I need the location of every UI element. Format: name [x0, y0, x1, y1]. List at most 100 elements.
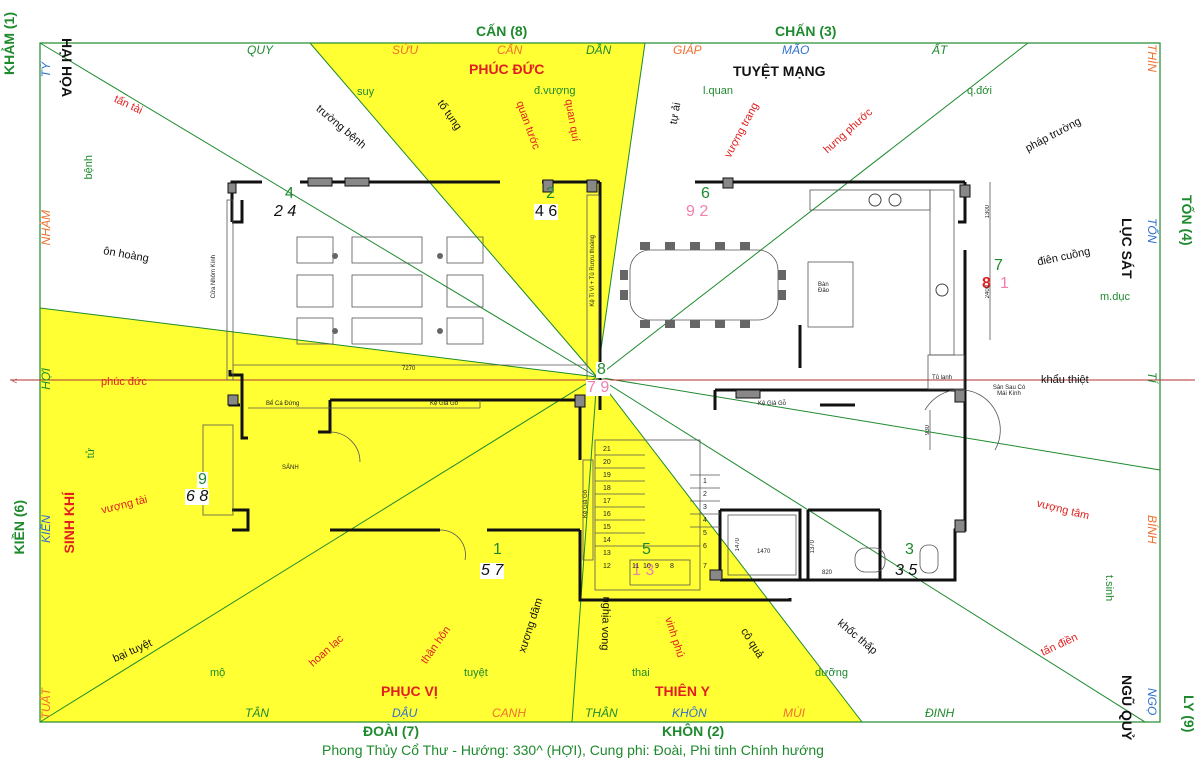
word-suy: suy — [357, 86, 375, 98]
plan-dim-820: 820 — [822, 570, 833, 576]
stair-step: 20 — [603, 459, 611, 466]
mountain-giap: GIÁP — [673, 43, 702, 57]
word-m-duc: m.dục — [1100, 291, 1130, 303]
word-mo: mộ — [210, 667, 226, 679]
num-1-3: 1 3 — [632, 562, 655, 579]
floor-plan — [228, 180, 967, 602]
num-5-bottom: 5 — [642, 541, 651, 558]
mountain-tuat: TUẤT — [39, 688, 53, 720]
mountain-tan: TÂN — [245, 706, 269, 720]
word-t-sinh: t.sinh — [1103, 575, 1115, 602]
num-2-4: 2 4 — [274, 203, 297, 220]
stair-step: 16 — [603, 511, 611, 518]
star-ngu-quy: NGŨ QUỶ — [1119, 675, 1135, 741]
stair-step: 10 — [643, 563, 651, 570]
plan-be-ca: Bể Cá Đứng — [266, 401, 300, 407]
word-khau-thiet: khẩu thiệt — [1041, 374, 1089, 386]
star-tuyet-mang: TUYỆT MẠNG — [733, 63, 826, 79]
gua-khon: KHÔN (2) — [662, 723, 725, 739]
stair-step: 9 — [655, 563, 659, 570]
stair-step: 8 — [670, 563, 674, 570]
star-hai-hoa: HẠI HỌA — [59, 38, 75, 98]
plan-ban-dao: Bàn Đảo — [818, 282, 830, 294]
gua-chan: CHẤN (3) — [775, 23, 837, 39]
stair-step: 17 — [603, 498, 611, 505]
stair-step: 18 — [603, 485, 611, 492]
mountain-hoi: HỢI — [39, 368, 53, 390]
num-3-bottom: 3 — [905, 541, 914, 558]
mountain-ngo: NGỌ — [1145, 688, 1159, 716]
mountain-canh: CANH — [492, 706, 527, 720]
stair-step: 15 — [603, 524, 611, 531]
mountain-suu: SỬU — [392, 43, 419, 57]
mountain-nham: NHÂM — [39, 210, 53, 246]
plan-ke-gia-go-2: Kệ Giả Gỗ — [583, 490, 589, 519]
mountain-dau: DẬU — [392, 706, 418, 720]
word-q-doi: q.đới — [967, 85, 992, 97]
stair-step: 6 — [703, 543, 707, 550]
svg-text:<: < — [12, 376, 17, 386]
word-phuc-duc: phúc đức — [101, 376, 147, 388]
mountain-quy: QUY — [247, 43, 274, 57]
mountain-dinh: ĐINH — [925, 706, 955, 720]
num-4-6: 4 6 — [534, 203, 559, 220]
num-8-center: 8 — [596, 361, 607, 378]
word-tu: tử — [85, 448, 97, 459]
gua-can: CẤN (8) — [476, 23, 528, 39]
stair-step: 13 — [603, 550, 611, 557]
sector-sinh-khi — [40, 308, 597, 722]
mountain-at: ẤT — [932, 43, 948, 57]
stair-step: 21 — [603, 446, 611, 453]
star-phuc-vi: PHỤC VỊ — [381, 683, 438, 699]
num-6-top: 6 — [701, 185, 710, 202]
stair-step: 4 — [703, 517, 707, 524]
plan-dim-7270: 7270 — [402, 366, 416, 372]
num-8-right: 8 — [982, 275, 991, 292]
plan-ke-gia-go-3: Kệ Giả Gỗ — [758, 401, 787, 407]
stair-step: 14 — [603, 537, 611, 544]
word-tuyet: tuyệt — [464, 667, 488, 679]
num-9-left: 9 — [197, 471, 208, 488]
plan-dim-2400: 2400 — [985, 285, 991, 299]
plan-ke-tivi: Kệ Ti Vi + Tủ Rượu thoáng — [590, 235, 596, 307]
word-nghia-vong: nghịa vong — [598, 596, 613, 651]
sector-thien-y — [572, 377, 862, 722]
num-3-5: 3 5 — [895, 562, 918, 579]
star-phuc-duc: PHÚC ĐỨC — [469, 61, 545, 77]
mountain-dan: DẦN — [586, 43, 612, 57]
mountain-binh: BÍNH — [1145, 515, 1159, 544]
mountain-ton: TỐN — [1145, 218, 1159, 244]
plan-ke-gia-go-1: Kệ Giả Gỗ — [430, 401, 459, 407]
num-4-top: 4 — [285, 185, 294, 202]
word-thai: thai — [632, 667, 650, 679]
plan-sanh: SẢNH — [282, 465, 299, 471]
plan-hatches — [227, 177, 971, 581]
mountain-can: CẤN — [497, 43, 523, 57]
plan-dim-1300: 1300 — [985, 205, 991, 219]
stair-step: 11 — [632, 563, 640, 570]
plan-thin-lines — [202, 182, 1001, 591]
gua-kham: KHẢM (1) — [1, 12, 17, 75]
star-sinh-khi: SINH KHÍ — [61, 492, 77, 554]
mountain-ty: TÝ — [39, 62, 53, 78]
sector-phuc-duc — [310, 43, 645, 377]
num-9-2: 9 2 — [686, 203, 709, 220]
num-1-right: 1 — [1000, 275, 1009, 292]
num-7-9-center: 7 9 — [586, 379, 611, 396]
outer-border — [39, 42, 1161, 723]
plan-fixtures — [332, 193, 949, 334]
stair-step: 3 — [703, 504, 707, 511]
plan-dim-1470b: 1470 — [757, 549, 771, 555]
word-l-quan: l.quan — [703, 85, 733, 97]
star-luc-sat: LỤC SÁT — [1119, 218, 1135, 279]
plan-tu-lanh: Tủ lạnh — [932, 375, 953, 381]
footer-caption: Phong Thủy Cổ Thư - Hướng: 330^ (HỢI), C… — [322, 742, 824, 758]
stair-step: 19 — [603, 472, 611, 479]
gua-ton: TỐN (4) — [1179, 195, 1195, 246]
mountain-ti: TÍ — [1145, 372, 1159, 383]
num-5-7: 5 7 — [480, 562, 505, 579]
num-6-8-left: 6 8 — [185, 488, 210, 505]
plan-dim-1370: 1370 — [810, 540, 816, 554]
